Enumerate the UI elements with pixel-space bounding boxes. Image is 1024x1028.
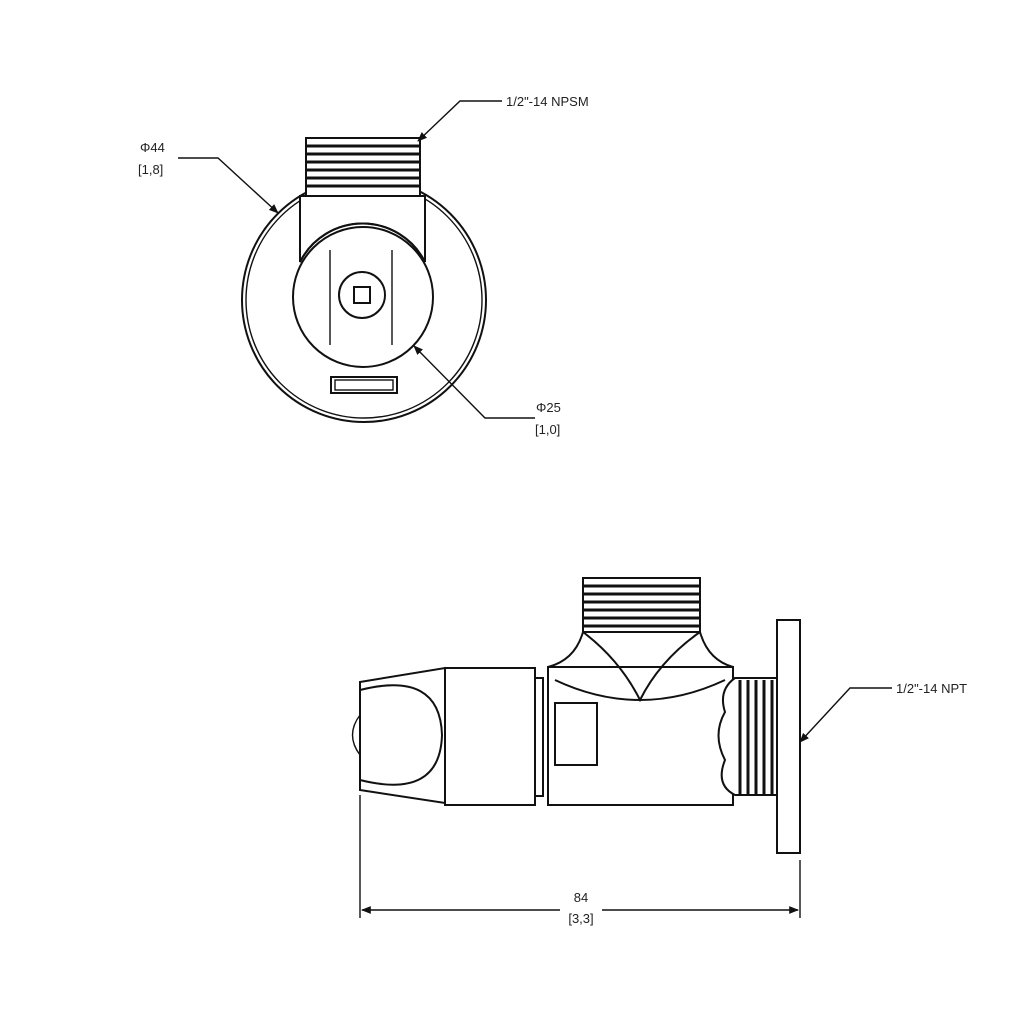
handle-circle [292,226,434,368]
cap-circle [338,271,386,319]
inner-diameter-value: Φ25 [536,400,561,415]
npt-thread-label: 1/2"-14 NPT [896,681,967,696]
female-thread-section [717,677,779,796]
logo-plate [330,376,398,394]
body-arc [299,222,426,263]
npsm-thread-label: 1/2"-14 NPSM [506,94,589,109]
top-thread [305,137,421,197]
length-inches: [3,3] [568,911,593,926]
npsm-leader [417,100,502,142]
extension-lines [359,795,801,918]
handle-collar [444,667,536,806]
retaining-ring [534,677,544,797]
outer-diameter-leader [178,157,279,214]
square-icon [353,286,371,304]
mounting-flange [776,619,801,854]
handle-flats [329,250,393,345]
npt-leader [799,687,892,743]
outer-diameter-value: Φ44 [140,140,165,155]
top-view: 1/2"-14 NPSM Φ44 [1,8] Φ25 [1,0] [138,94,589,437]
valve-body [547,631,734,806]
length-value: 84 [574,890,588,905]
side-view: 1/2"-14 NPT 84 [3,3] [351,577,967,926]
inner-diameter-inches: [1,0] [535,422,560,437]
valve-stem-block [554,702,598,766]
side-top-thread [582,577,701,633]
outer-diameter-inches: [1,8] [138,162,163,177]
inner-diameter-leader [413,345,535,419]
valve-body-outline [299,195,426,263]
handle-knob [351,666,446,805]
